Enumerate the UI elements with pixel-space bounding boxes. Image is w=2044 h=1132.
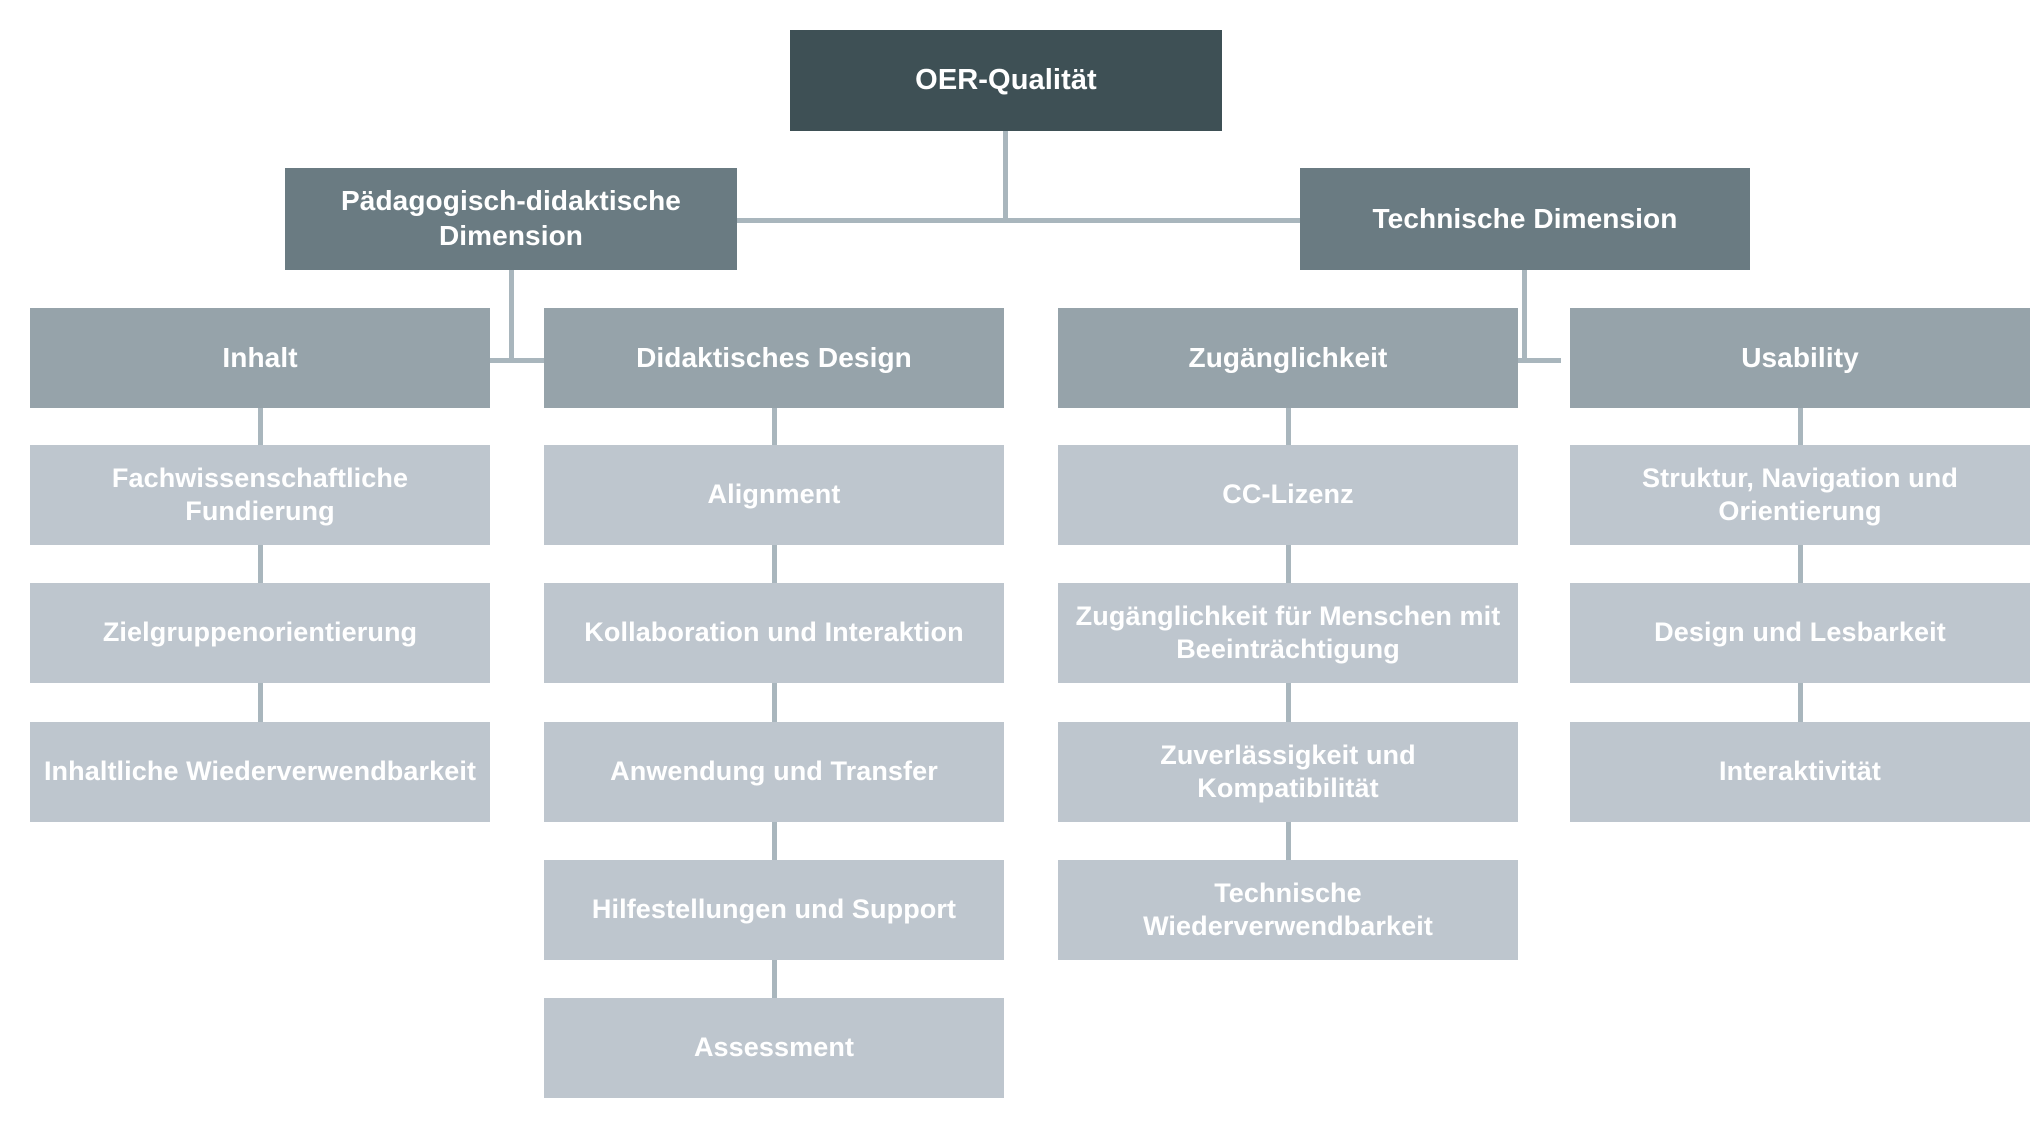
node-category-usability[interactable]: Usability: [1570, 308, 2030, 408]
node-category-zugaenglichkeit[interactable]: Zugänglichkeit: [1058, 308, 1518, 408]
node-leaf-interaktivitaet[interactable]: Interaktivität: [1570, 722, 2030, 822]
connector-technical-category-bar: [1504, 358, 1561, 363]
node-leaf-design-und-lesbarkeit[interactable]: Design und Lesbarkeit: [1570, 583, 2030, 683]
connector-column-didaktisches-design: [772, 408, 777, 998]
node-category-didaktisches-design[interactable]: Didaktisches Design: [544, 308, 1004, 408]
node-leaf-fachwissenschaftliche-fundierung[interactable]: Fachwissenschaftliche Fundierung: [30, 445, 490, 545]
node-leaf-cc-lizenz[interactable]: CC-Lizenz: [1058, 445, 1518, 545]
connector-column-inhalt: [258, 408, 263, 722]
node-leaf-zuverlaessigkeit-und-kompatibilitaet[interactable]: Zuverlässigkeit und Kompatibilität: [1058, 722, 1518, 822]
connector-pedagogic-stem: [509, 270, 514, 362]
node-leaf-assessment[interactable]: Assessment: [544, 998, 1004, 1098]
node-dimension-technisch[interactable]: Technische Dimension: [1300, 168, 1750, 270]
connector-root-stem: [1003, 131, 1008, 223]
connector-dimension-spine: [737, 218, 1300, 223]
connector-technical-stem: [1522, 270, 1527, 362]
node-leaf-kollaboration-und-interaktion[interactable]: Kollaboration und Interaktion: [544, 583, 1004, 683]
node-root-oer-qualitaet[interactable]: OER-Qualität: [790, 30, 1222, 131]
node-leaf-inhaltliche-wiederverwendbarkeit[interactable]: Inhaltliche Wiederverwendbarkeit: [30, 722, 490, 822]
node-leaf-alignment[interactable]: Alignment: [544, 445, 1004, 545]
node-dimension-paedagogisch-didaktisch[interactable]: Pädagogisch-didaktische Dimension: [285, 168, 737, 270]
connector-pedagogic-category-bar: [490, 358, 547, 363]
node-category-inhalt[interactable]: Inhalt: [30, 308, 490, 408]
node-leaf-technische-wiederverwendbarkeit[interactable]: Technische Wiederverwendbarkeit: [1058, 860, 1518, 960]
node-leaf-hilfestellungen-und-support[interactable]: Hilfestellungen und Support: [544, 860, 1004, 960]
node-leaf-anwendung-und-transfer[interactable]: Anwendung und Transfer: [544, 722, 1004, 822]
node-leaf-zielgruppenorientierung[interactable]: Zielgruppenorientierung: [30, 583, 490, 683]
node-leaf-zugaenglichkeit-fuer-menschen-mit-beeintraechtigung[interactable]: Zugänglichkeit für Menschen mit Beeinträ…: [1058, 583, 1518, 683]
node-leaf-struktur-navigation-und-orientierung[interactable]: Struktur, Navigation und Orientierung: [1570, 445, 2030, 545]
connector-column-usability: [1798, 408, 1803, 722]
